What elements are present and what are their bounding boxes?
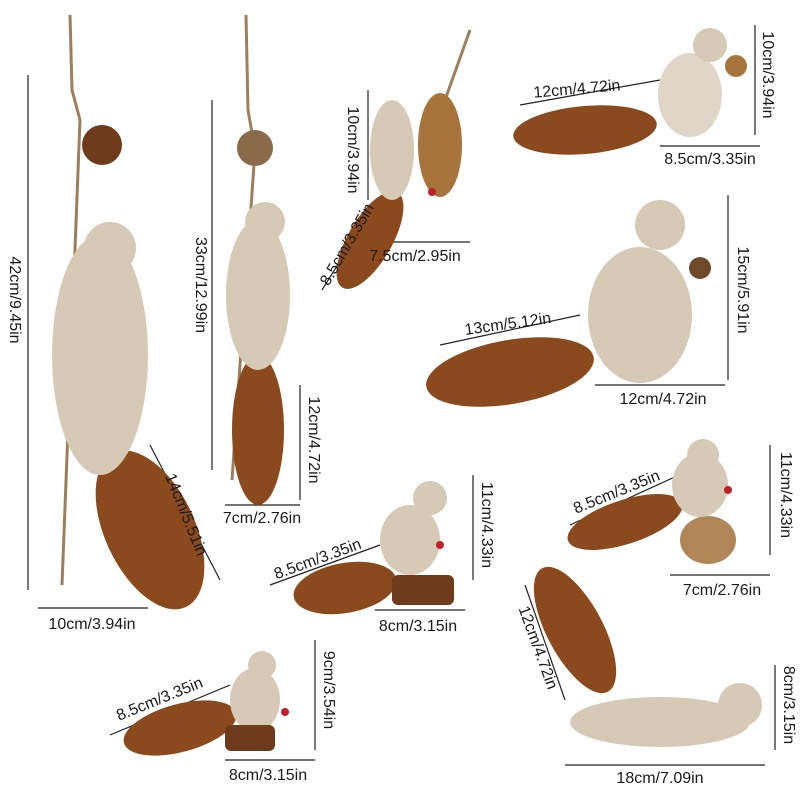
width-label: 8.5cm/3.35in: [664, 151, 756, 168]
height-label: 11cm/4.33in: [478, 482, 495, 568]
squirrel-tails: [95, 105, 683, 756]
height-label: 11cm/4.33in: [777, 452, 794, 538]
width-label: 8cm/3.15in: [228, 767, 308, 784]
width-label: 12cm/4.72in: [619, 391, 707, 408]
width-label: 8cm/3.15in: [378, 618, 458, 635]
tail-label: 12cm/4.72in: [305, 396, 322, 484]
height-label: 42cm/9.45in: [6, 256, 23, 344]
height-label: 9cm/3.54in: [320, 650, 337, 730]
height-label: 8cm/3.15in: [780, 665, 797, 745]
pinecones: [82, 55, 747, 564]
berries: [281, 188, 732, 716]
height-label: 10cm/3.94in: [344, 106, 361, 194]
width-label: 7cm/2.76in: [222, 510, 302, 527]
dimension-lines: [27, 25, 776, 766]
height-label: 15cm/5.91in: [734, 246, 751, 334]
width-label: 10cm/3.94in: [48, 616, 136, 633]
height-label: 10cm/3.94in: [759, 31, 776, 119]
width-label: 7.5cm/2.95in: [369, 248, 461, 265]
width-label: 18cm/7.09in: [616, 770, 704, 787]
width-label: 7cm/2.76in: [682, 582, 762, 599]
height-label: 33cm/12.99in: [192, 236, 209, 334]
squirrel-bodies: [52, 28, 762, 747]
log-bases: [225, 575, 454, 751]
